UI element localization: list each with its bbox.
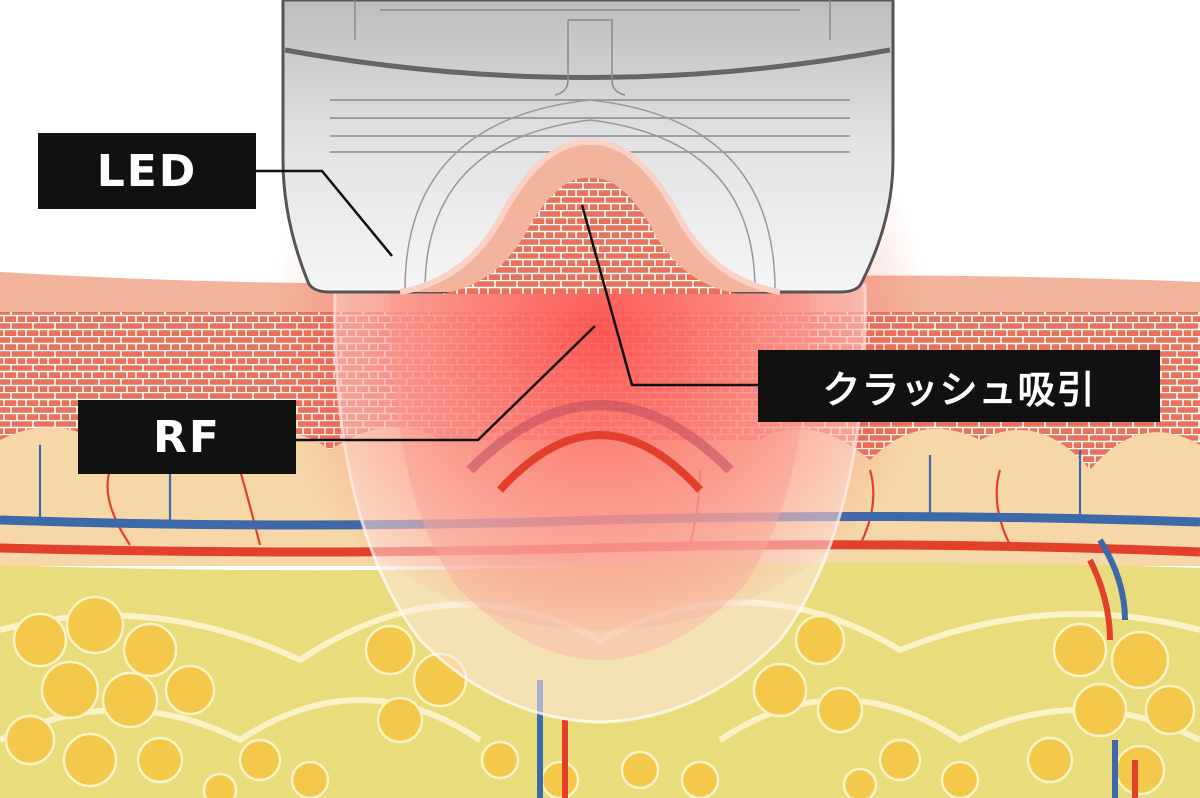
rf-label: RF [78, 400, 296, 474]
rf-leader-line [296, 325, 596, 442]
fat-cells [4, 595, 1196, 798]
leader-lines [256, 169, 758, 442]
crush-leader-line [580, 204, 758, 387]
deep-vein [1097, 538, 1128, 621]
deep-artery-lower [562, 720, 1138, 798]
led-leader-line [256, 169, 393, 257]
crush-suction-label: クラッシュ吸引 [758, 350, 1160, 422]
rf-arc-vein [466, 400, 734, 474]
suction-dome-outline [399, 138, 781, 295]
deep-artery [1087, 558, 1113, 641]
led-label: LED [38, 133, 256, 209]
rf-arc-artery [497, 431, 703, 493]
